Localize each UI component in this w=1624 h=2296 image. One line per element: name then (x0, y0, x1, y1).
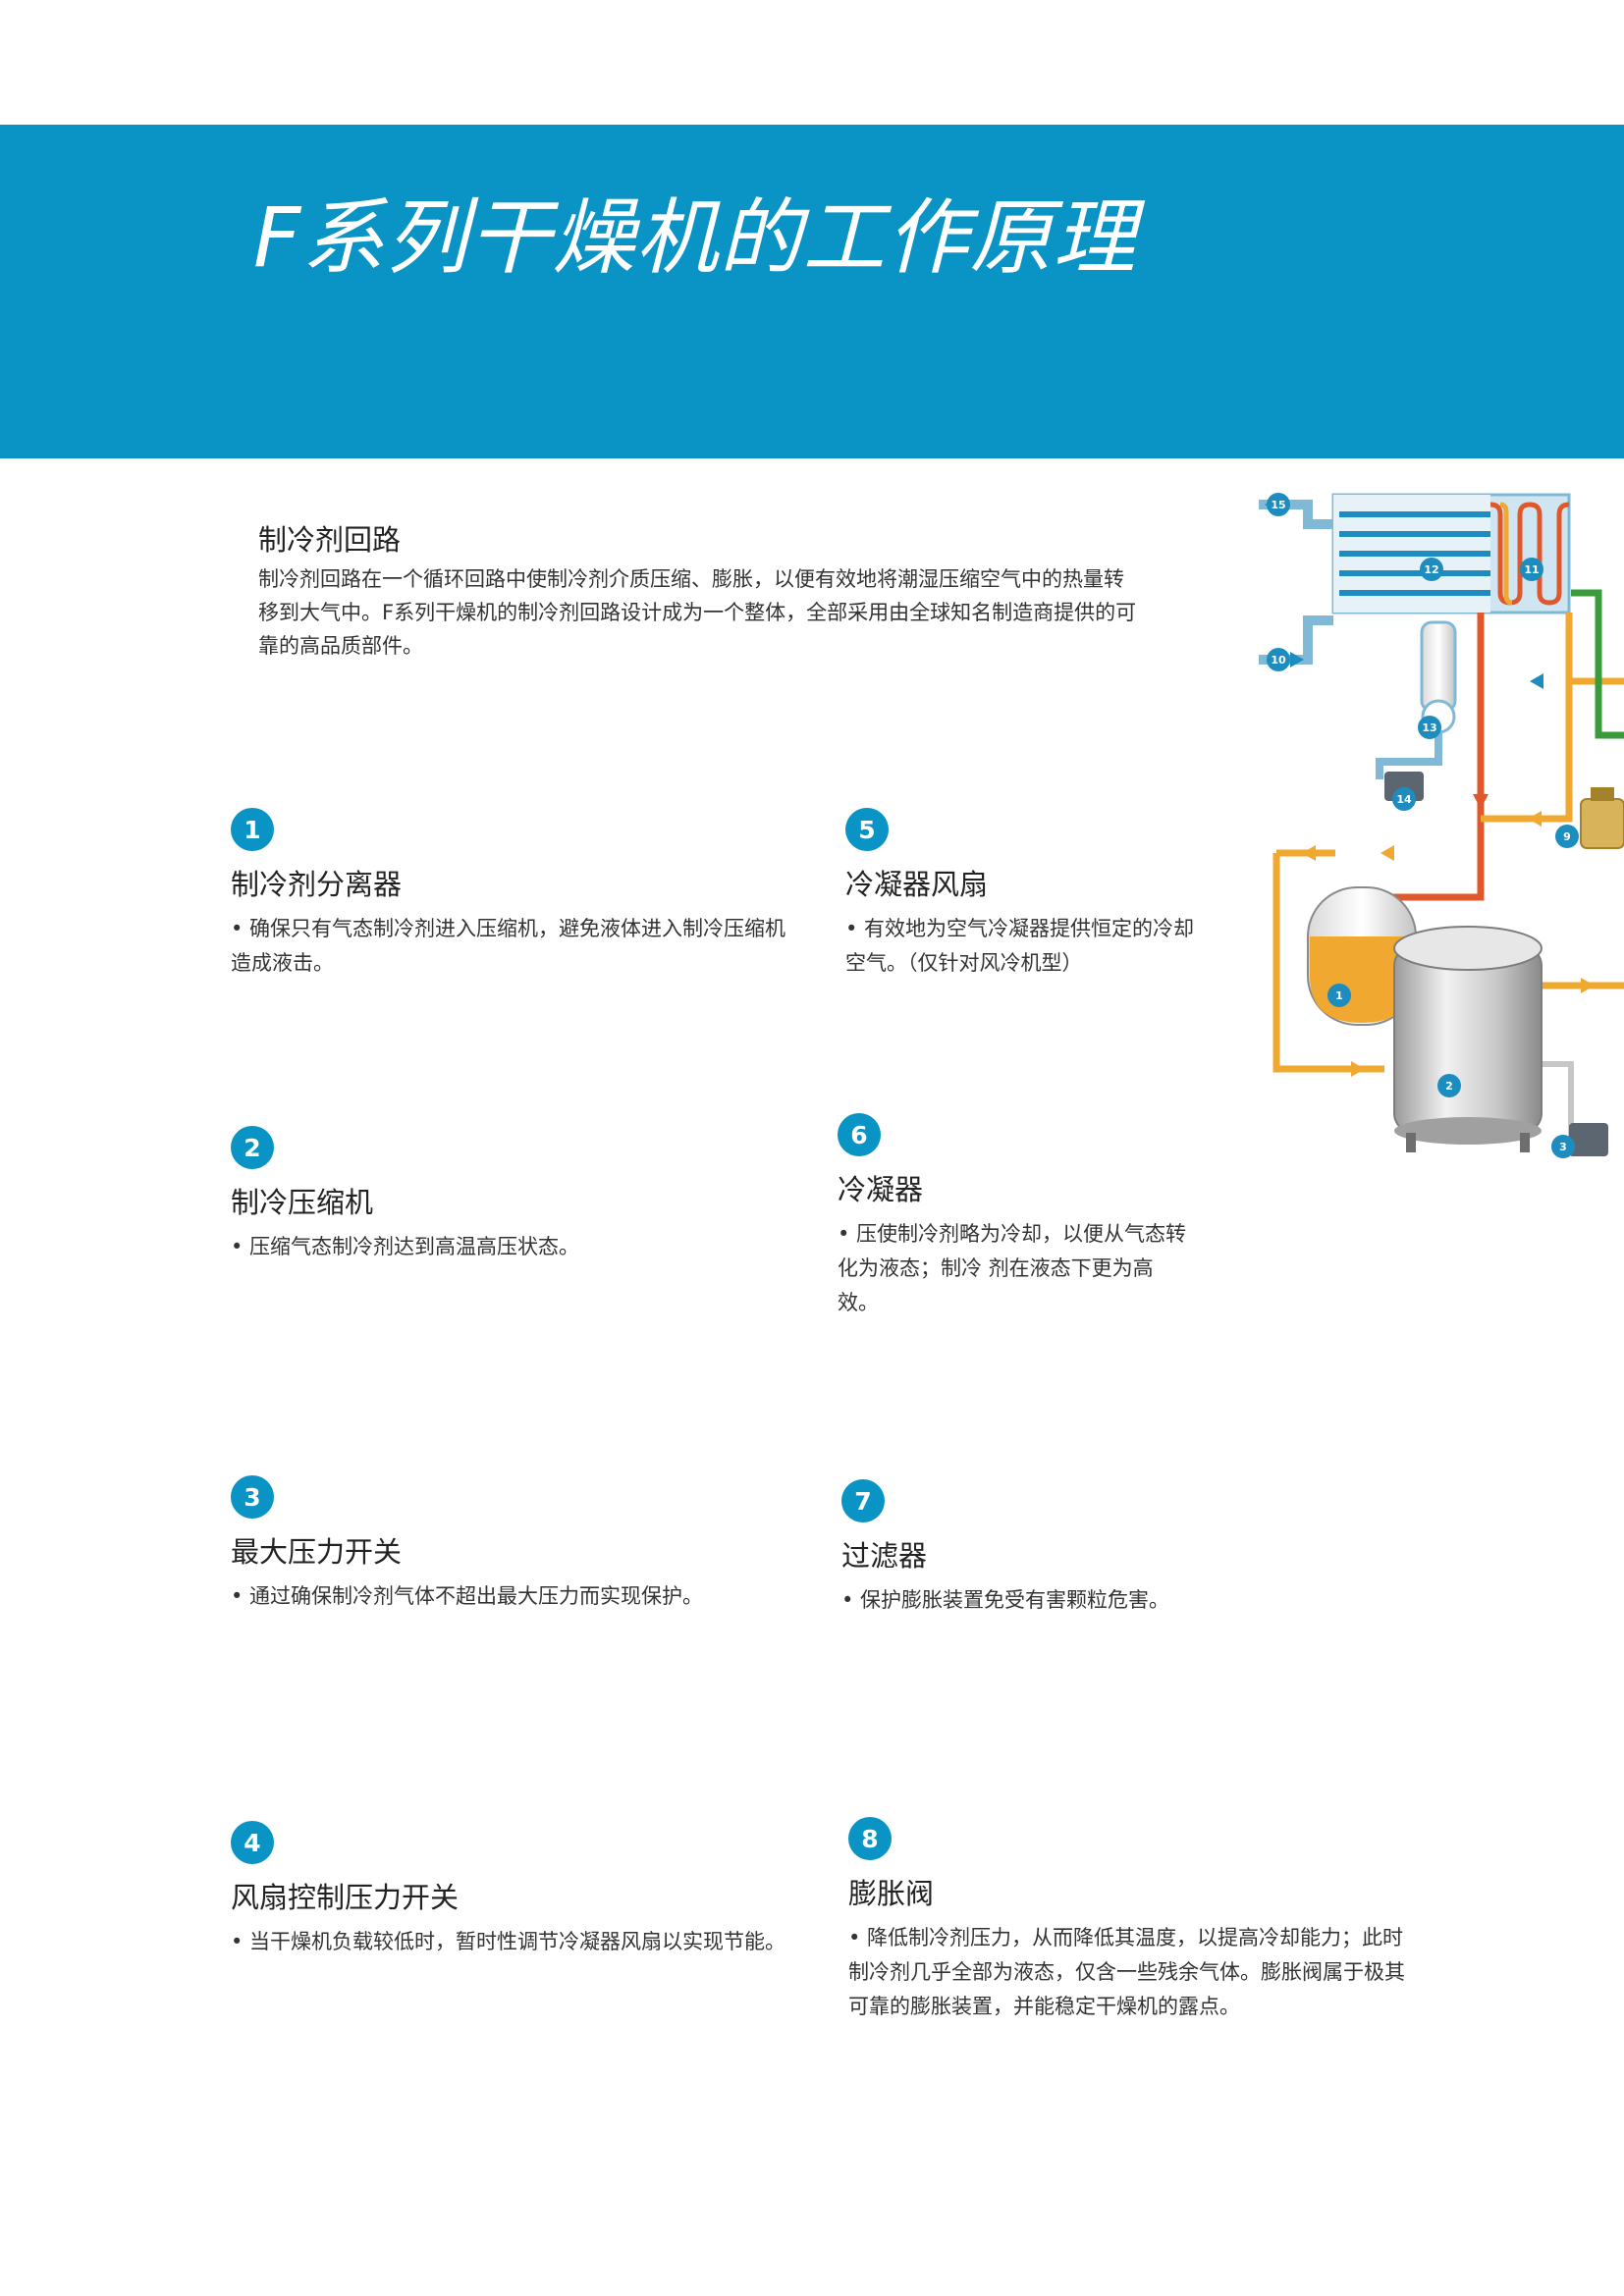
item-text: • 保护膨胀装置免受有害颗粒危害。 (841, 1588, 1170, 1612)
item-6-condenser: 6 冷凝器 • 压使制冷剂略为冷却，以便从气态转化为液态；制冷 剂在液态下更为高… (838, 1113, 1191, 1320)
diagram-label: 1 (1335, 989, 1343, 1002)
diagram-label: 3 (1559, 1141, 1567, 1153)
number-badge: 6 (838, 1113, 881, 1156)
diagram-label: 14 (1396, 793, 1412, 806)
diagram-label: 15 (1271, 499, 1285, 511)
item-5-condenser-fan: 5 冷凝器风扇 • 有效地为空气冷凝器提供恒定的冷却空气。（仅针对风冷机型） (845, 808, 1199, 981)
item-4-fan-control-switch: 4 风扇控制压力开关 • 当干燥机负载较低时，暂时性调节冷凝器风扇以实现节能。 (231, 1821, 800, 1959)
diagram-label: 2 (1445, 1080, 1453, 1093)
number-badge: 8 (848, 1817, 892, 1860)
item-text: • 有效地为空气冷凝器提供恒定的冷却空气。（仅针对风冷机型） (845, 917, 1195, 975)
pressure-switch (1569, 1123, 1608, 1156)
item-2-compressor: 2 制冷压缩机 • 压缩气态制冷剂达到高温高压状态。 (231, 1126, 800, 1264)
title-banner (0, 125, 1624, 458)
number-badge: 3 (231, 1475, 274, 1519)
diagram-label: 11 (1524, 563, 1539, 576)
number-badge: 4 (231, 1821, 274, 1864)
number-badge: 7 (841, 1479, 885, 1522)
item-3-max-pressure-switch: 3 最大压力开关 • 通过确保制冷剂气体不超出最大压力而实现保护。 (231, 1475, 800, 1614)
item-text: • 通过确保制冷剂气体不超出最大压力而实现保护。 (231, 1584, 704, 1608)
item-title: 最大压力开关 (231, 1535, 403, 1569)
item-title: 制冷压缩机 (231, 1186, 374, 1219)
item-text: • 确保只有气态制冷剂进入压缩机，避免液体进入制冷压缩机造成液击。 (231, 917, 786, 975)
diagram-label: 9 (1563, 830, 1571, 843)
item-text: • 降低制冷剂压力，从而降低其温度，以提高冷却能力；此时制冷剂几乎全部为液态，仅… (848, 1926, 1405, 2018)
heat-exchanger (1331, 493, 1571, 614)
intro-heading: 制冷剂回路 (258, 523, 402, 557)
refrigerant-compressor (1393, 926, 1543, 1152)
item-8-expansion-valve: 8 膨胀阀 • 降低制冷剂压力，从而降低其温度，以提高冷却能力；此时制冷剂几乎全… (848, 1817, 1408, 2024)
item-title: 冷凝器风扇 (845, 868, 989, 901)
item-1-separator: 1 制冷剂分离器 • 确保只有气态制冷剂进入压缩机，避免液体进入制冷压缩机造成液… (231, 808, 800, 981)
item-title: 过滤器 (841, 1539, 928, 1573)
expansion-valve (1580, 787, 1624, 849)
intro-body: 制冷剂回路在一个循环回路中使制冷剂介质压缩、膨胀，以便有效地将潮湿压缩空气中的热… (258, 567, 1137, 658)
page-title: F系列干燥机的工作原理 (253, 189, 1137, 286)
diagram-label: 13 (1422, 721, 1436, 734)
item-title: 制冷剂分离器 (231, 868, 403, 901)
number-badge: 5 (845, 808, 889, 851)
diagram-label: 10 (1271, 654, 1286, 667)
item-title: 风扇控制压力开关 (231, 1881, 460, 1914)
number-badge: 1 (231, 808, 274, 851)
item-title: 冷凝器 (838, 1173, 924, 1206)
item-title: 膨胀阀 (848, 1877, 935, 1910)
number-badge: 2 (231, 1126, 274, 1169)
condensate-drain (1376, 620, 1457, 801)
item-text: • 压使制冷剂略为冷却，以便从气态转化为液态；制冷 剂在液态下更为高效。 (838, 1222, 1187, 1314)
item-text: • 压缩气态制冷剂达到高温高压状态。 (231, 1235, 580, 1258)
item-text: • 当干燥机负载较低时，暂时性调节冷凝器风扇以实现节能。 (231, 1930, 786, 1953)
item-7-filter: 7 过滤器 • 保护膨胀装置免受有害颗粒危害。 (841, 1479, 1254, 1618)
refrigerant-circuit-diagram: 15 12 11 10 13 14 9 1 2 3 (1259, 493, 1624, 1158)
diagram-label: 12 (1424, 563, 1438, 576)
